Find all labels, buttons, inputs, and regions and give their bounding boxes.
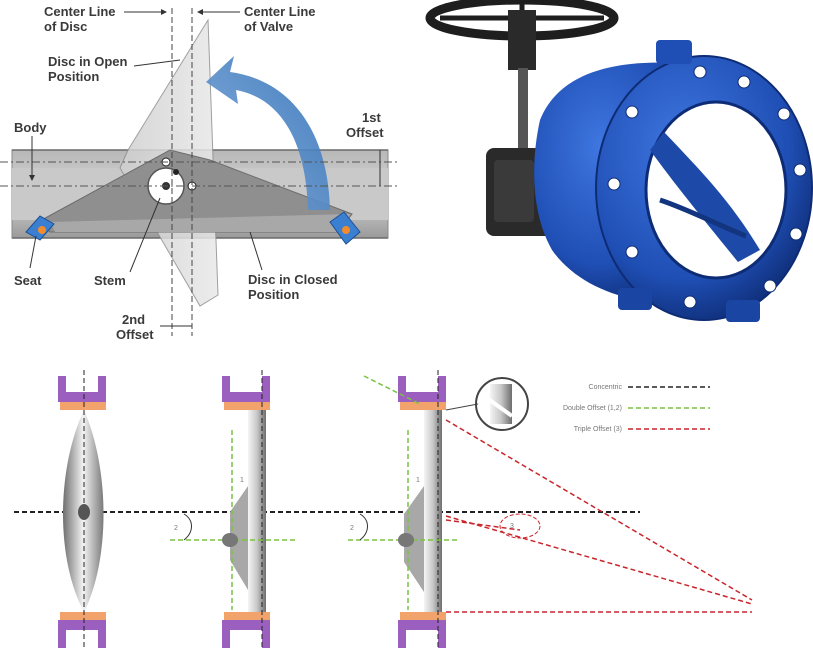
bolt-hole xyxy=(793,163,807,177)
cross-section-diagram: Center Line of Disc Center Line of Valve… xyxy=(0,4,400,342)
disc-closed-position xyxy=(37,149,353,233)
offset-number: 1 xyxy=(416,477,420,484)
flange-lug-top xyxy=(656,40,692,64)
bolt-hole xyxy=(607,177,621,191)
offset-legend: Concentric Double Offset (1,2) Triple Of… xyxy=(563,384,710,433)
bolt-hole xyxy=(683,295,697,309)
red-cone-top xyxy=(445,419,753,601)
disc-hub xyxy=(404,486,424,592)
top-seat-housing xyxy=(222,376,270,402)
legend-label-triple-offset: Triple Offset (3) xyxy=(574,426,622,433)
seat-right-ring xyxy=(342,226,350,234)
gearbox-plate xyxy=(494,160,534,222)
bolt-hole xyxy=(625,245,639,259)
offset-diagrams: 2 1 2 1 3 xyxy=(14,370,753,650)
legend-label-concentric: Concentric xyxy=(589,384,623,391)
top-seat-housing xyxy=(58,376,106,402)
label-seat: Seat xyxy=(14,273,42,288)
bolt-holes xyxy=(607,65,807,309)
bottom-seat-ring xyxy=(224,612,270,620)
leader-seat xyxy=(29,235,37,269)
leader-disc-open xyxy=(133,59,181,67)
zoom-leader xyxy=(445,403,479,411)
zoom-seat-line xyxy=(482,394,514,418)
double-offset-valve: 2 1 xyxy=(170,370,296,650)
green-diagonal xyxy=(363,375,421,405)
offset-brace xyxy=(183,513,192,541)
triple-offset-disc xyxy=(424,410,442,612)
top-seat-housing xyxy=(398,376,446,402)
label-first-offset: 1st Offset xyxy=(346,110,384,140)
valve-disc-edge xyxy=(659,197,747,239)
bottom-seat-housing xyxy=(58,620,106,648)
label-disc-open: Disc in Open Position xyxy=(48,54,131,84)
bottom-seat-ring xyxy=(400,612,446,620)
leader-disc-closed xyxy=(249,231,263,271)
legend-label-double-offset: Double Offset (1,2) xyxy=(563,405,622,412)
bolt-hole xyxy=(789,227,803,241)
label-second-offset: 2nd Offset xyxy=(116,312,154,342)
label-disc-closed: Disc in Closed Position xyxy=(248,272,341,302)
offset-number: 2 xyxy=(174,525,178,532)
stem-marker xyxy=(78,504,90,520)
top-seat-ring xyxy=(60,402,106,410)
stem-marker xyxy=(398,533,414,547)
red-cone-mid-top xyxy=(445,515,753,605)
label-center-line-valve: Center Line of Valve xyxy=(244,4,319,34)
label-stem: Stem xyxy=(94,273,126,288)
bolt-hole xyxy=(777,107,791,121)
double-offset-disc xyxy=(248,410,266,612)
bolt-hole xyxy=(625,105,639,119)
bolt-hole xyxy=(763,279,777,293)
triple-offset-valve: 2 1 3 xyxy=(348,370,753,650)
seat-left-ring xyxy=(38,226,46,234)
flange-lug-left xyxy=(618,288,652,310)
offset-number: 2 xyxy=(350,525,354,532)
label-center-line-disc: Center Line of Disc xyxy=(44,4,119,34)
offset-number: 1 xyxy=(240,477,244,484)
valve-photo xyxy=(425,0,813,322)
label-body: Body xyxy=(14,120,47,135)
bottom-seat-housing xyxy=(222,620,270,648)
top-seat-ring xyxy=(400,402,446,410)
bottom-seat-ring xyxy=(60,612,106,620)
flange-lug-bottom xyxy=(726,300,760,322)
bolt-hole xyxy=(693,65,707,79)
bolt-hole xyxy=(737,75,751,89)
red-angle-marker xyxy=(499,513,541,539)
red-cone-mid xyxy=(445,519,521,531)
valve-shaft xyxy=(518,68,528,158)
disc-hub xyxy=(230,486,248,590)
top-seat-ring xyxy=(224,402,270,410)
offset-number: 3 xyxy=(510,523,514,530)
bottom-seat-housing xyxy=(398,620,446,648)
concentric-valve xyxy=(58,370,106,650)
rotation-arrow xyxy=(206,56,330,210)
offset-brace xyxy=(359,513,368,541)
leader-stem xyxy=(129,197,161,273)
stem-marker xyxy=(222,533,238,547)
disc-closed-face xyxy=(50,214,350,232)
offset-marker-3 xyxy=(173,169,179,175)
handwheel-hub xyxy=(508,10,536,70)
